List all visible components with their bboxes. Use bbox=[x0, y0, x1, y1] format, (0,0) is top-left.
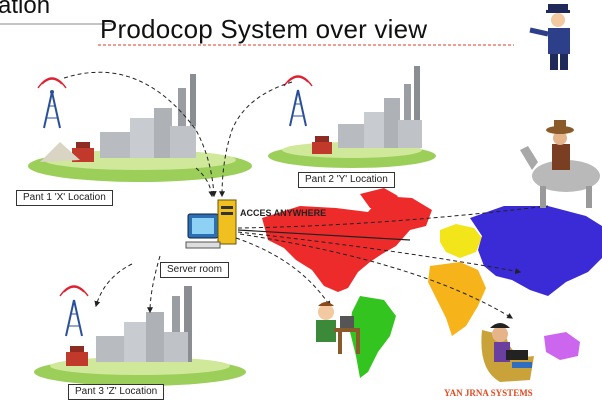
man-with-laptop-icon bbox=[481, 323, 534, 382]
greenland-shape bbox=[360, 188, 398, 208]
plant-2-illustration bbox=[268, 66, 436, 168]
asia-shape bbox=[470, 206, 602, 296]
north-america-shape bbox=[262, 196, 432, 292]
plant-3-illustration bbox=[34, 286, 246, 386]
corner-heading: ation bbox=[0, 0, 51, 19]
radio-tower-2 bbox=[283, 75, 313, 127]
connection-arrows bbox=[63, 71, 549, 319]
plant-2-label: Pant 2 'Y' Location bbox=[298, 172, 395, 188]
man-at-desk-icon bbox=[316, 302, 360, 354]
south-america-shape bbox=[350, 296, 396, 378]
plant-3-label: Pant 3 'Z' Location bbox=[68, 384, 165, 400]
cowboy-on-horse-icon bbox=[520, 120, 600, 208]
access-anywhere-label: ACCES ANYWHERE bbox=[240, 208, 327, 218]
australia-shape bbox=[544, 332, 580, 360]
policeman-icon bbox=[529, 4, 570, 70]
plant-1-label: Pant 1 'X' Location bbox=[16, 190, 113, 206]
europe-shape bbox=[440, 224, 482, 258]
server-computer-icon bbox=[185, 199, 237, 249]
africa-shape bbox=[428, 262, 486, 336]
page-title: Prodocop System over view bbox=[100, 14, 428, 44]
brand-label: YAN JRNA SYSTEMS bbox=[444, 388, 533, 398]
radio-tower-1 bbox=[37, 77, 67, 129]
world-map bbox=[262, 188, 602, 378]
plant-1-illustration bbox=[28, 74, 252, 182]
server-room-label: Server room bbox=[160, 262, 230, 278]
radio-tower-3 bbox=[59, 285, 89, 337]
access-line bbox=[237, 229, 411, 241]
